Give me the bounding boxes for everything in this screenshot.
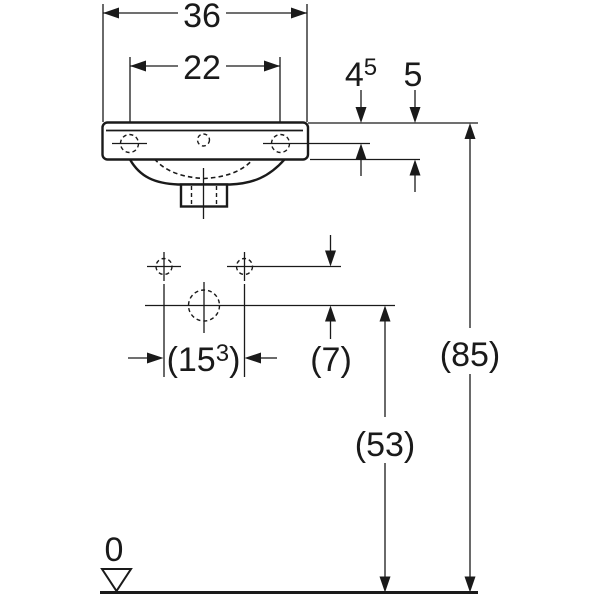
arrowhead-up-icon bbox=[355, 143, 367, 160]
dim-apron-height: 5 bbox=[404, 56, 423, 192]
datum-level-label: 0 bbox=[105, 531, 124, 569]
dim-value-superscript: 3 bbox=[216, 340, 229, 367]
arrowhead-right-icon bbox=[264, 60, 280, 72]
arrowhead-up-icon bbox=[464, 123, 476, 139]
dim-label-fixing-to-drain: (7) bbox=[310, 341, 352, 379]
dim-taphole-spacing: 22 bbox=[129, 49, 281, 159]
projection-lines bbox=[308, 122, 478, 161]
arrowhead-left-icon bbox=[130, 60, 146, 72]
dim-value: (15 bbox=[167, 341, 216, 379]
datum-triangle-icon bbox=[100, 568, 133, 593]
dim-value: 4 bbox=[345, 56, 364, 94]
arrowhead-right-icon bbox=[291, 7, 307, 19]
arrowhead-up-icon bbox=[379, 305, 391, 322]
dim-label-rim-to-taphole: 45 bbox=[345, 54, 377, 94]
arrowhead-down-icon bbox=[325, 250, 336, 267]
arrowhead-down-icon bbox=[379, 576, 391, 593]
dim-label-overall-width: 36 bbox=[183, 0, 221, 35]
arrowhead-down-icon bbox=[464, 576, 476, 593]
dim-label-apron-height: 5 bbox=[404, 56, 423, 94]
arrowhead-left-icon bbox=[103, 7, 119, 19]
overflow-hole bbox=[196, 133, 211, 147]
dim-drain-outlet-height: (53) bbox=[355, 305, 415, 593]
basin-rim bbox=[101, 121, 310, 161]
dim-label-drain-outlet-height: (53) bbox=[355, 426, 415, 464]
dim-value-close: ) bbox=[229, 341, 240, 379]
dim-label-fixing-hole-spacing: (153) bbox=[167, 340, 241, 379]
dim-fixing-to-drain: (7) bbox=[310, 235, 352, 379]
arrowhead-left-icon bbox=[244, 352, 261, 364]
arrowhead-right-icon bbox=[147, 352, 164, 364]
arrowhead-down-icon bbox=[409, 107, 421, 123]
wall-installation-view bbox=[145, 252, 395, 377]
washbasin-front-view bbox=[101, 121, 370, 219]
dim-overall-width: 36 bbox=[102, 0, 308, 122]
basin-outer-bowl-outline bbox=[128, 158, 286, 186]
dim-label-taphole-spacing: 22 bbox=[183, 49, 221, 87]
arrowhead-down-icon bbox=[355, 107, 367, 123]
dim-rim-to-taphole: 45 bbox=[345, 54, 377, 176]
dim-value-superscript: 5 bbox=[364, 54, 377, 81]
dim-fixing-hole-spacing: (153) bbox=[128, 340, 277, 379]
dim-label-rim-height: (85) bbox=[440, 336, 500, 374]
dim-rim-height: (85) bbox=[440, 123, 500, 593]
floor-datum: 0 bbox=[100, 531, 478, 594]
arrowhead-up-icon bbox=[325, 305, 336, 322]
arrowhead-up-icon bbox=[409, 159, 421, 176]
